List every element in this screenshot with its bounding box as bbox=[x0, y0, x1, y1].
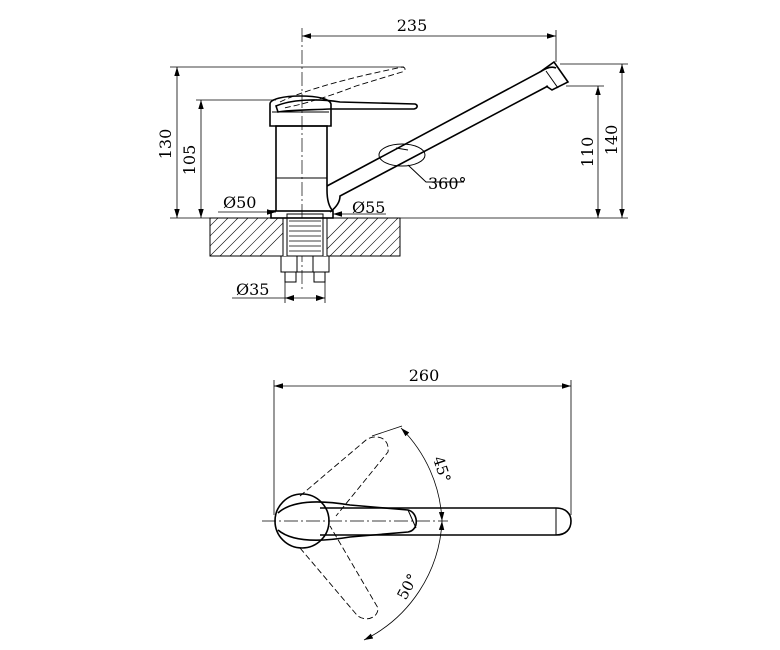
lever-handle bbox=[275, 99, 418, 113]
angle-arc-right bbox=[400, 427, 445, 522]
spout bbox=[326, 60, 570, 213]
dim-top-height: 140 bbox=[602, 125, 621, 156]
dim-angle-right: 45° bbox=[429, 454, 454, 485]
countertop-section bbox=[209, 217, 401, 257]
dim-total-height: 130 bbox=[156, 129, 175, 160]
dim-base-diameter: Ø50 bbox=[223, 193, 256, 212]
dim-thread-diameter: Ø35 bbox=[236, 280, 269, 299]
top-view: 260 45° 50° bbox=[262, 366, 572, 641]
dim-spout-reach: 235 bbox=[397, 16, 428, 35]
lever-top-rotated-up bbox=[299, 436, 389, 517]
faucet-body bbox=[269, 95, 334, 212]
threaded-shank bbox=[280, 213, 330, 283]
lever-handle-raised bbox=[279, 66, 406, 109]
dim-spout-reach-line bbox=[302, 30, 557, 62]
spout-top bbox=[320, 507, 572, 536]
angle-arc-left bbox=[363, 520, 445, 641]
dim-rotation: 360° bbox=[428, 174, 467, 193]
dim-lever-height: 105 bbox=[180, 145, 199, 176]
rotation-indicator bbox=[378, 143, 426, 167]
dim-spout-diameter: Ø55 bbox=[352, 198, 385, 217]
dim-spout-height: 110 bbox=[578, 137, 597, 168]
dim-total-length: 260 bbox=[409, 366, 440, 385]
dim-angle-left: 50° bbox=[393, 571, 421, 603]
rotation-leader bbox=[407, 164, 464, 183]
side-view: 360° 235 130 105 110 140 Ø50 Ø55 bbox=[156, 16, 628, 303]
